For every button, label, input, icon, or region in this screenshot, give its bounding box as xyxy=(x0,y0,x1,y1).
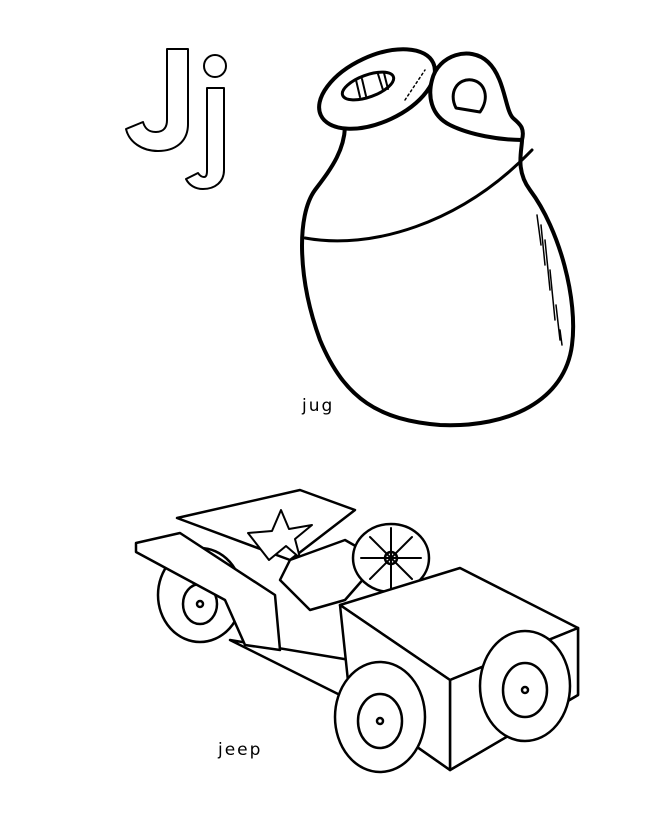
letter-lowercase-j xyxy=(185,54,227,190)
jug-illustration xyxy=(300,47,576,428)
letter-uppercase-j xyxy=(125,48,189,152)
jeep-label: jeep xyxy=(218,740,263,760)
jug-label: jug xyxy=(302,396,335,416)
jeep-illustration xyxy=(134,488,580,774)
